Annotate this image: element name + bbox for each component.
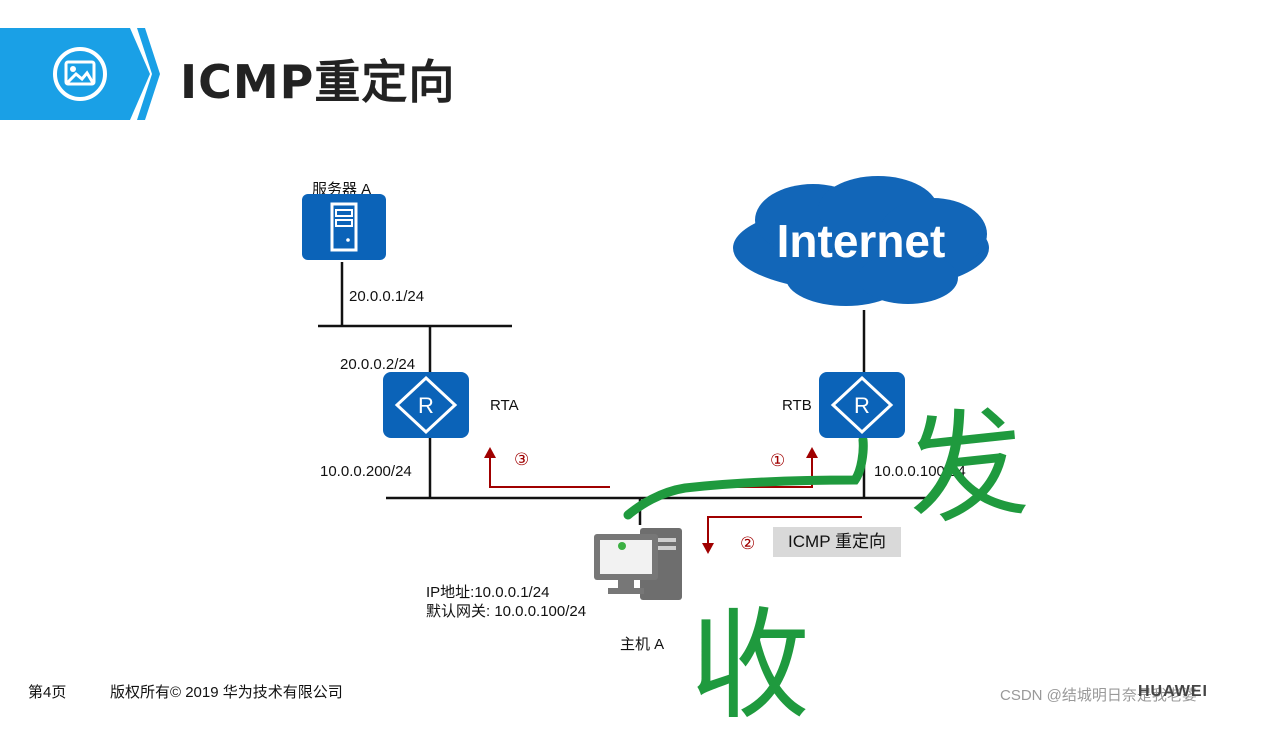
svg-text:R: R [854,393,870,418]
host-a-label: 主机 A [620,636,665,653]
server-a-label: 服务器 A [312,181,372,198]
internet-label: Internet [776,215,946,267]
rta-ip-bottom: 10.0.0.200/24 [320,463,412,480]
server-icon [302,194,386,260]
internet-cloud-icon [733,176,989,306]
step-2-marker: ② [740,534,756,553]
router-icon: R [819,372,905,438]
step-3-arrow [484,447,610,488]
image-icon [53,47,107,101]
host-computer-icon [594,528,682,600]
rta-label: RTA [490,397,519,414]
server-a-ip: 20.0.0.1/24 [349,288,425,305]
rtb-label: RTB [782,397,812,414]
step-3-marker: ③ [514,450,530,469]
host-a-gateway: 默认网关: 10.0.0.100/24 [426,603,587,620]
huawei-logo: HUAWEI [1138,683,1208,700]
network-diagram [318,262,930,554]
page-number: 第4页 [28,684,67,701]
copyright: 版权所有© 2019 华为技术有限公司 [110,684,343,701]
page-title: ICMP重定向 [180,55,456,109]
csdn-watermark: CSDN @结城明日奈是我老婆 [1000,687,1197,704]
handwritten-send: 发 [899,393,1034,544]
icmp-redirect-label: ICMP 重定向 [773,527,901,557]
header-banner [0,28,160,120]
handwritten-receive: 收 [690,597,810,736]
rtb-ip-bottom: 10.0.0.100/24 [874,463,966,480]
svg-text:R: R [418,393,434,418]
router-icon: R [383,372,469,438]
step-1-marker: ① [770,451,786,470]
host-a-ip: IP地址:10.0.0.1/24 [426,584,550,601]
handwritten-path [623,435,868,520]
step-2-arrow [702,516,862,554]
rta-ip-top: 20.0.0.2/24 [340,356,416,373]
